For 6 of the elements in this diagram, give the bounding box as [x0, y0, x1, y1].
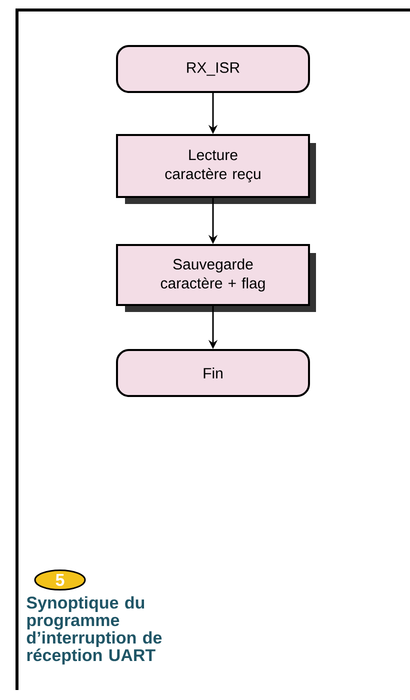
- process-box: Lecture caractère reçu: [116, 134, 316, 204]
- process-box: Sauvegarde caractère + flag: [116, 244, 316, 312]
- terminal-box: Fin: [116, 349, 310, 397]
- terminal-box: RX_ISR: [116, 45, 310, 93]
- caption: Synoptique du programme d’interruption de réception UART: [26, 596, 162, 665]
- figure-number-badge: 5: [34, 569, 86, 591]
